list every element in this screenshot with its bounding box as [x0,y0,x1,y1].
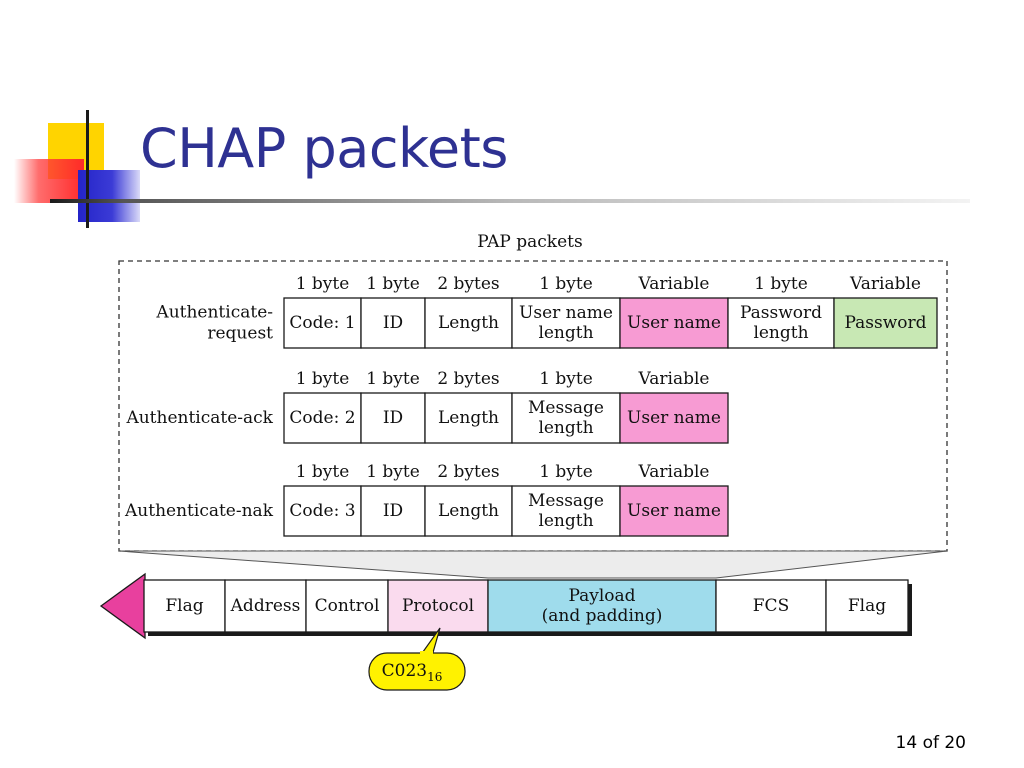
field-size-label: 2 bytes [437,462,499,482]
packet-label: Authenticate-nak [124,501,274,521]
packet-field-label: Message [528,491,604,511]
protocol-code-subscript: 16 [427,670,442,684]
callout-bubble [368,652,466,691]
packet-field-label: length [538,418,593,438]
frame-field-label: Protocol [402,596,474,616]
field-size-label: 1 byte [539,274,593,294]
packet-field-label: User name [627,501,721,521]
field-size-label: 1 byte [366,274,420,294]
frame-field-label: FCS [753,596,789,616]
packet-field-label: Length [438,313,499,333]
packet-field-label: Code: 3 [289,501,355,521]
frame-field-label: Flag [165,596,203,616]
packet-field-label: ID [383,313,403,333]
packet-field-cell [283,485,362,537]
frame-field-label: Flag [848,596,886,616]
field-size-label: 1 byte [366,369,420,389]
ppp-frame: Flag Address Control Protocol Payload(and pa… [99,572,912,640]
field-size-label: 1 byte [539,462,593,482]
frame-field-cell [825,579,909,633]
field-size-label: 1 byte [296,274,350,294]
frame-field-cell [387,579,489,633]
field-size-label: Variable [638,274,710,294]
frame-direction-arrow [99,572,146,640]
packet-label: Authenticate- [155,302,273,322]
frame-field-cell [143,579,226,633]
packet-field-cell [727,297,835,349]
packet-field-cell [511,392,621,444]
frame-field-label: (and padding) [542,606,663,626]
field-size-label: 1 byte [296,369,350,389]
frame-field-cell [715,579,827,633]
packet-field-label: User name [627,408,721,428]
packet-field-cell [619,392,729,444]
packet-field-cell [424,392,513,444]
protocol-code: C02316 [382,661,443,684]
packet-field-cell [511,485,621,537]
field-size-label: 2 bytes [437,369,499,389]
packet-field-label: Length [438,408,499,428]
title-underline [50,199,970,203]
packet-field-cell [833,297,938,349]
frame-field-cell [224,579,307,633]
figure-caption: PAP packets [477,232,582,252]
frame-field-label: Payload [568,586,635,606]
frame-field-cell [487,579,717,633]
packet-field-cell [424,297,513,349]
packet-field-cell [424,485,513,537]
packet-field-label: Password [740,303,822,323]
packet-field-label: length [538,511,593,531]
packet-field-label: ID [383,408,403,428]
packet-field-label: User name [627,313,721,333]
field-size-label: Variable [638,369,710,389]
protocol-code-value: C023 [382,661,427,681]
packet-field-label: length [538,323,593,343]
packet-field-label: User name [519,303,613,323]
field-size-label: 2 bytes [437,274,499,294]
packet-label: request [207,324,273,344]
packet-label: Authenticate-ack [125,408,273,428]
packet-field-label: Code: 2 [289,408,355,428]
packet-field-cell [360,485,426,537]
packet-field-label: Password [844,313,926,333]
field-size-label: 1 byte [754,274,808,294]
frame-field-label: Address [230,596,301,616]
packet-field-cell [283,392,362,444]
packet-field-cell [619,485,729,537]
protocol-callout: C02316 [368,627,466,691]
packet-field-label: ID [383,501,403,521]
packet-field-label: Length [438,501,499,521]
packet-field-label: length [753,323,808,343]
field-size-label: 1 byte [366,462,420,482]
frame-field-label: Control [315,596,380,616]
field-size-label: 1 byte [296,462,350,482]
payload-expansion-wedge [118,550,948,579]
field-size-label: 1 byte [539,369,593,389]
decorative-red-square [14,159,84,203]
field-size-label: Variable [849,274,921,294]
decorative-vertical-line [86,110,89,228]
page-number: 14 of 20 [895,733,966,753]
packet-field-label: Code: 1 [289,313,355,333]
field-size-label: Variable [638,462,710,482]
slide-title: CHAP packets [140,117,508,180]
packet-field-label: Message [528,398,604,418]
callout-joint [420,651,433,655]
